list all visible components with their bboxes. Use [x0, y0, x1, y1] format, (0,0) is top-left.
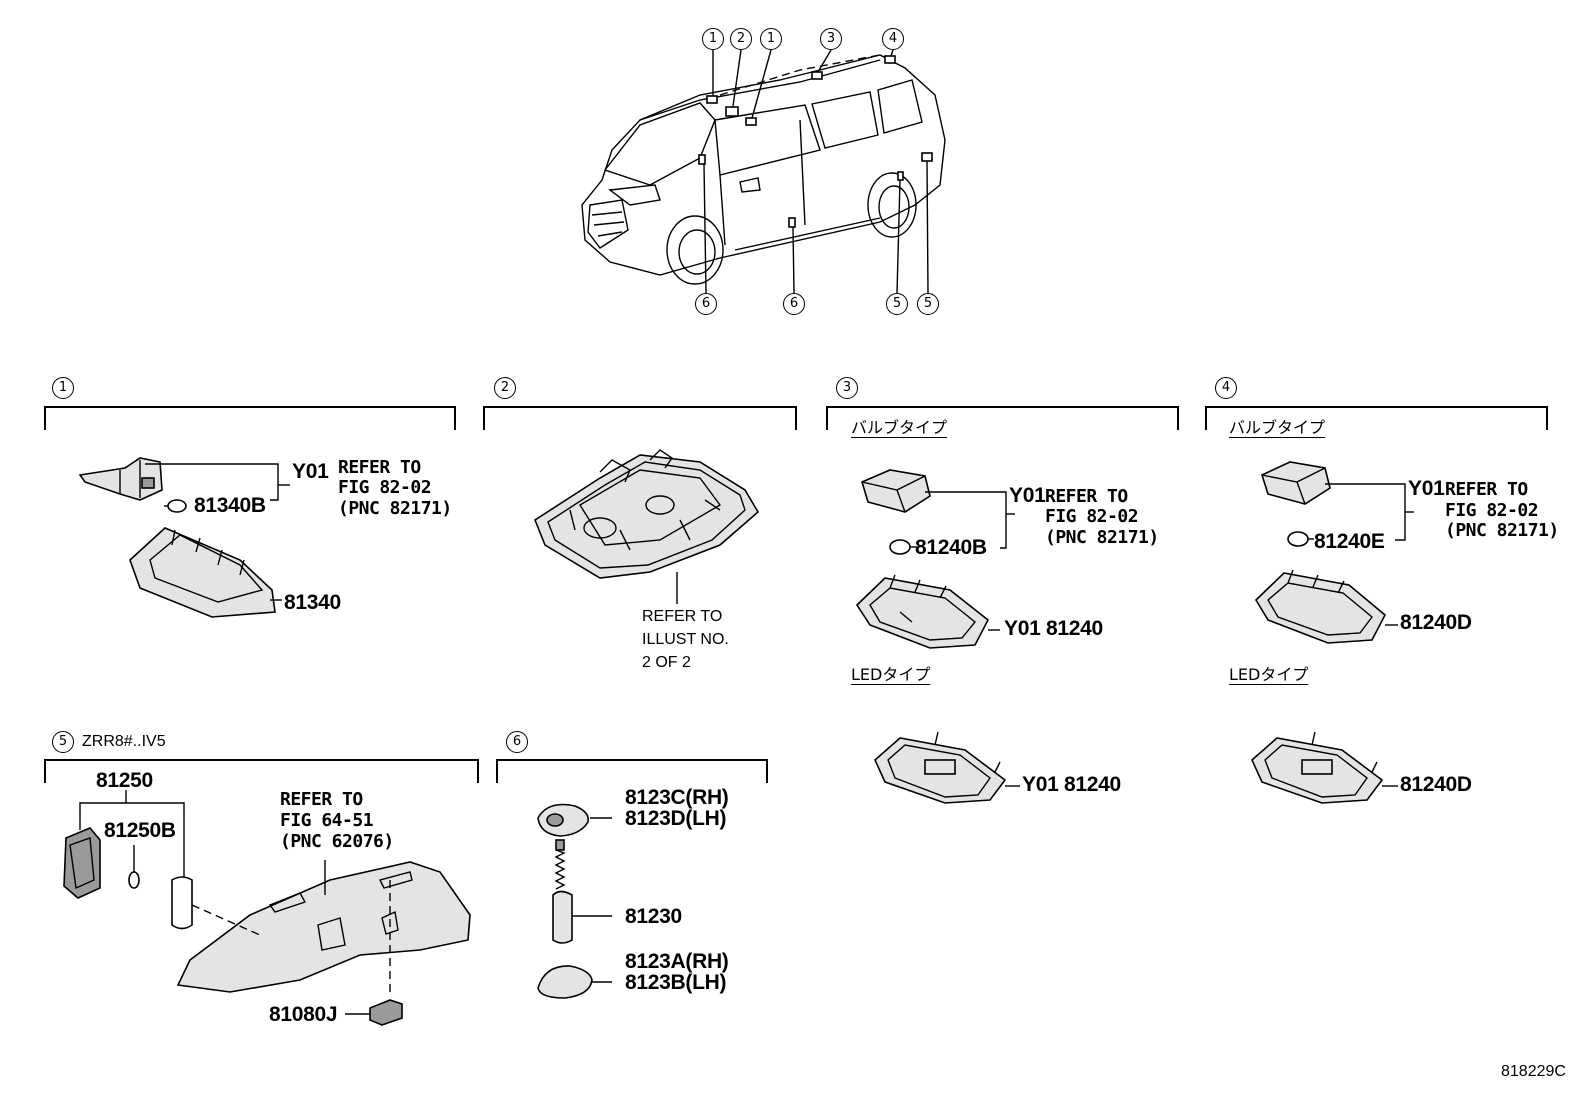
section-1-y01-label: Y01: [292, 460, 329, 483]
section-1-lamp-part-number: 81340: [284, 591, 341, 614]
section-1-bulb-part-number: 81340B: [194, 494, 266, 517]
section-4-number: 4: [1215, 377, 1237, 399]
section-2-number: 2: [494, 377, 516, 399]
section-4-refer-line-2: FIG 82-02: [1445, 500, 1539, 521]
section-6-artwork: [537, 803, 612, 999]
section-4-refer-line-1: REFER TO: [1445, 479, 1528, 500]
section-4-bulb-type-heading: バルブタイプ: [1229, 418, 1326, 437]
section-4-led-lamp-part-number: 81240D: [1400, 773, 1472, 796]
section-3-refer-line-3: (PNC 82171): [1045, 527, 1159, 548]
van-callout-6-front: 6: [695, 293, 717, 315]
section-3-number: 3: [836, 377, 858, 399]
section-2-artwork: [534, 449, 760, 604]
section-4-bulb-lamp-part-number: 81240D: [1400, 611, 1472, 634]
van-callout-3: 3: [820, 28, 842, 50]
section-1-refer-line-3: (PNC 82171): [338, 498, 452, 519]
van-callout-5-right: 5: [917, 293, 939, 315]
section-6-switch-part-number: 81230: [625, 905, 682, 928]
section-6-top-cover-lh: 8123D(LH): [625, 807, 727, 830]
section-1-refer-line-1: REFER TO: [338, 457, 421, 478]
section-1-artwork: [78, 457, 290, 618]
section-3-bulb-type-heading: バルブタイプ: [851, 418, 948, 437]
section-6-number: 6: [506, 731, 528, 753]
van-callout-2: 2: [730, 28, 752, 50]
section-4-led-type-heading: LEDタイプ: [1229, 665, 1309, 684]
section-5-lamp-part-number: 81250: [96, 769, 153, 792]
section-3-artwork: [855, 469, 1020, 804]
van-callout-4: 4: [882, 28, 904, 50]
van-callout-1-left: 1: [702, 28, 724, 50]
section-4-refer-line-3: (PNC 82171): [1445, 520, 1559, 541]
section-6-top-cover-rh: 8123C(RH): [625, 786, 729, 809]
section-6-bottom-cover-rh: 8123A(RH): [625, 950, 729, 973]
section-5-refer-line-3: (PNC 62076): [280, 831, 394, 852]
section-5-refer-line-2: FIG 64-51: [280, 810, 374, 831]
section-5-number: 5: [52, 731, 74, 753]
section-6-bottom-cover-lh: 8123B(LH): [625, 971, 727, 994]
illustration-code: 818229C: [1501, 1063, 1566, 1080]
section-brackets: [44, 406, 1548, 783]
section-5-bulb-part-number: 81250B: [104, 819, 176, 842]
section-2-refer-line-2: ILLUST NO.: [642, 631, 729, 648]
section-5-clip-part-number: 81080J: [269, 1003, 338, 1026]
section-3-refer-line-1: REFER TO: [1045, 486, 1128, 507]
van-callout-1-right: 1: [760, 28, 782, 50]
section-3-led-lamp-part-number: Y01 81240: [1022, 773, 1121, 796]
section-4-bulb-part-number: 81240E: [1314, 530, 1385, 553]
section-2-refer-line-1: REFER TO: [642, 608, 723, 625]
section-3-y01-label: Y01: [1009, 484, 1046, 507]
section-5-model-condition: ZRR8#..IV5: [82, 733, 166, 750]
section-4-y01-label: Y01: [1408, 477, 1445, 500]
section-1-number: 1: [52, 377, 74, 399]
section-4-artwork: [1251, 461, 1414, 804]
section-1-refer-line-2: FIG 82-02: [338, 477, 432, 498]
van-illustration: [581, 49, 946, 294]
section-5-refer-line-1: REFER TO: [280, 789, 363, 810]
section-2-refer-line-3: 2 OF 2: [642, 654, 691, 671]
van-callout-6-side: 6: [783, 293, 805, 315]
section-5-artwork: [63, 790, 471, 1026]
section-3-bulb-lamp-part-number: Y01 81240: [1004, 617, 1103, 640]
section-3-refer-line-2: FIG 82-02: [1045, 506, 1139, 527]
van-callout-5-left: 5: [886, 293, 908, 315]
section-3-bulb-part-number: 81240B: [915, 536, 987, 559]
section-3-led-type-heading: LEDタイプ: [851, 665, 931, 684]
